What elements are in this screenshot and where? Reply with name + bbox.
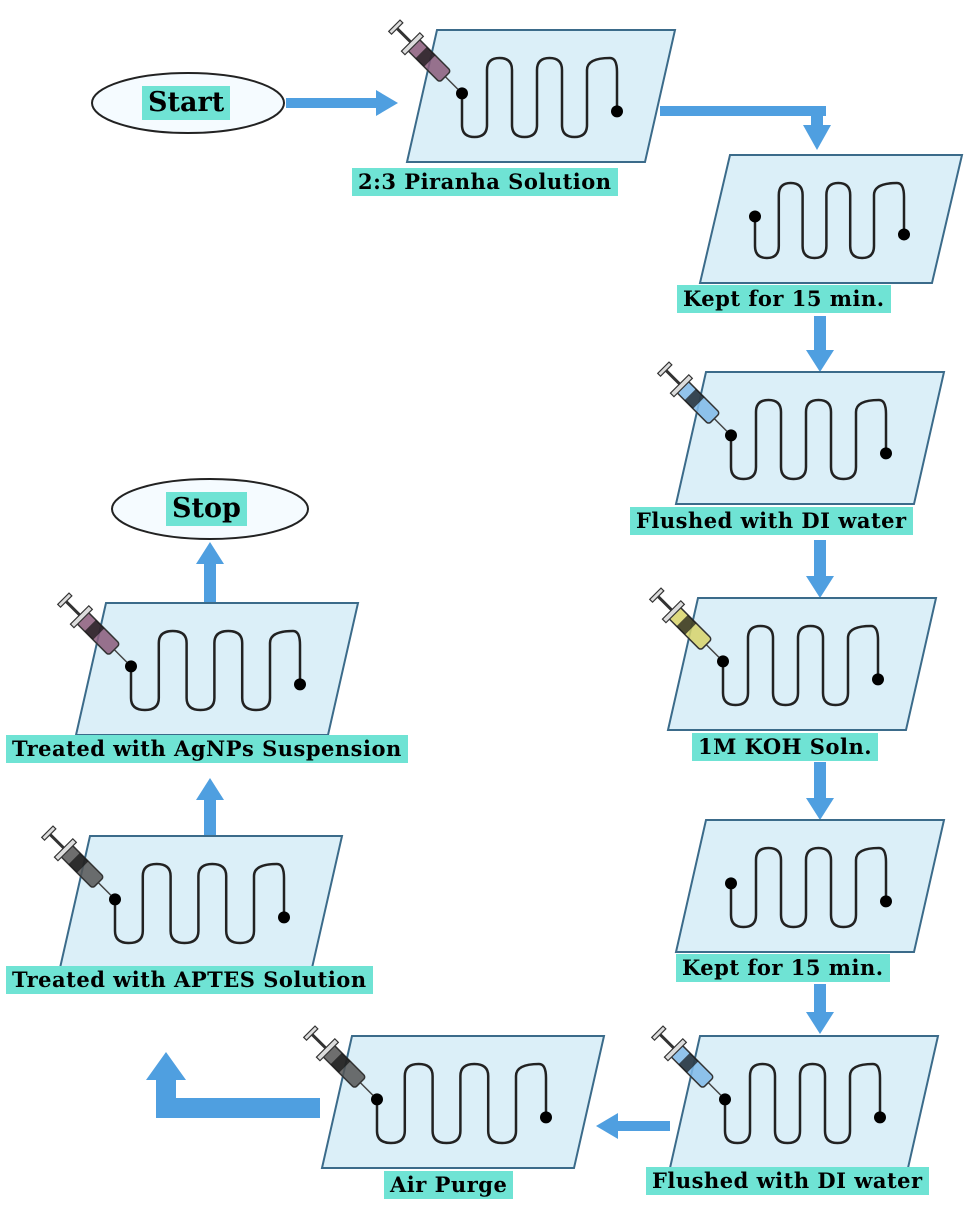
serpentine-channel xyxy=(753,181,906,260)
arrow-step9-to-stop xyxy=(196,542,224,603)
syringe-icon xyxy=(648,587,720,658)
chip-plate xyxy=(674,371,946,505)
syringe-icon xyxy=(40,825,112,896)
chip-step9 xyxy=(56,592,360,736)
chip-step5 xyxy=(674,819,946,953)
inlet-port xyxy=(109,893,121,906)
serpentine-channel xyxy=(113,862,286,945)
stop-label: Stop xyxy=(166,492,247,526)
step-label-8: Treated with APTES Solution xyxy=(6,966,373,994)
terminals-layer xyxy=(91,72,309,540)
arrow-step6-to-step7 xyxy=(596,1113,670,1139)
inlet-port xyxy=(725,877,737,890)
chip-plate xyxy=(58,835,344,969)
chip-step1 xyxy=(387,19,677,163)
chip-plate xyxy=(668,1035,940,1169)
inlet-port xyxy=(749,210,761,223)
inlet-port xyxy=(371,1093,383,1106)
serpentine-channel xyxy=(129,629,302,712)
outlet-port xyxy=(540,1111,552,1124)
step-label-2: Kept for 15 min. xyxy=(677,285,891,313)
arrow-step5-to-step6 xyxy=(806,984,834,1034)
chip-step7 xyxy=(302,1025,606,1169)
inlet-port xyxy=(456,87,468,100)
outlet-port xyxy=(611,105,623,118)
chips-layer xyxy=(40,19,964,1169)
serpentine-channel xyxy=(729,398,888,481)
arrow-step7-to-step8 xyxy=(146,1052,320,1118)
outlet-port xyxy=(294,678,306,691)
outlet-port xyxy=(874,1111,886,1124)
inlet-port xyxy=(719,1093,731,1106)
chip-step6 xyxy=(650,1025,940,1169)
arrows-layer xyxy=(146,90,834,1139)
serpentine-channel xyxy=(375,1062,548,1145)
serpentine-channel xyxy=(721,624,880,707)
step-label-5: Kept for 15 min. xyxy=(676,954,890,982)
syringe-icon xyxy=(650,1025,722,1096)
step-label-1: 2:3 Piranha Solution xyxy=(352,168,618,196)
chip-plate xyxy=(320,1035,606,1169)
syringe-icon xyxy=(56,592,128,663)
serpentine-channel xyxy=(723,1062,882,1145)
chip-step2 xyxy=(698,154,964,284)
syringe-icon xyxy=(656,361,728,432)
arrow-step3-to-step4 xyxy=(806,540,834,598)
syringe-icon xyxy=(302,1025,374,1096)
inlet-port xyxy=(717,655,729,668)
arrow-step2-to-step3 xyxy=(806,316,834,372)
outlet-port xyxy=(872,673,884,686)
arrow-step1-to-step2 xyxy=(660,106,831,150)
serpentine-channel xyxy=(460,56,619,139)
syringe-icon xyxy=(387,19,459,90)
chip-plate xyxy=(674,819,946,953)
arrow-step4-to-step5 xyxy=(806,762,834,820)
outlet-port xyxy=(880,447,892,460)
chip-plate xyxy=(666,597,938,731)
outlet-port xyxy=(880,895,892,908)
serpentine-channel xyxy=(729,846,888,929)
start-label: Start xyxy=(142,86,231,120)
chip-plate xyxy=(405,29,677,163)
chip-step4 xyxy=(648,587,938,731)
chip-step8 xyxy=(40,825,344,969)
chip-step3 xyxy=(656,361,946,505)
step-label-4: 1M KOH Soln. xyxy=(692,733,879,761)
step-label-9: Treated with AgNPs Suspension xyxy=(6,735,408,763)
step-label-6: Flushed with DI water xyxy=(646,1167,929,1195)
inlet-port xyxy=(125,660,137,673)
chip-plate xyxy=(698,154,964,284)
chip-plate xyxy=(74,602,360,736)
step-label-3: Flushed with DI water xyxy=(630,507,913,535)
arrow-start-to-step1 xyxy=(286,90,398,116)
arrow-step8-to-step9 xyxy=(196,778,224,836)
step-label-7: Air Purge xyxy=(384,1171,514,1199)
outlet-port xyxy=(898,228,910,241)
outlet-port xyxy=(278,911,290,924)
inlet-port xyxy=(725,429,737,442)
